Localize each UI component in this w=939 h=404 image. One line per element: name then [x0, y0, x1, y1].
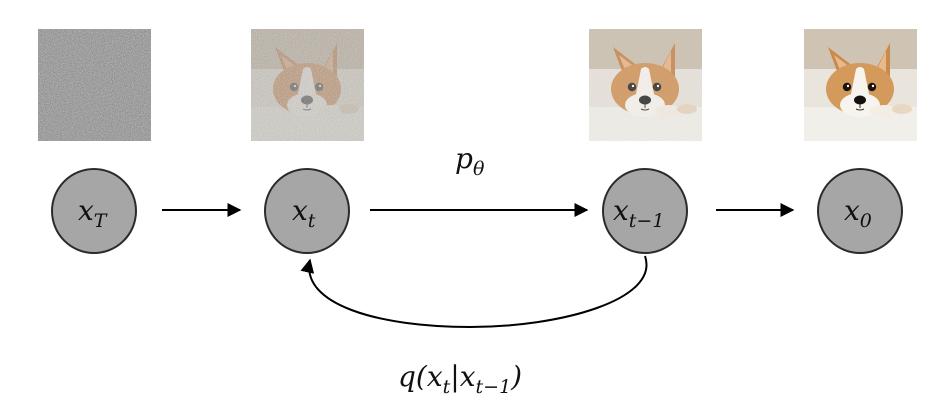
forward-process-label: pθ — [455, 142, 485, 180]
label-base: p — [455, 142, 473, 175]
node-base: x — [292, 194, 308, 227]
label-sub-2: t−1 — [476, 376, 512, 398]
node-base: x — [613, 194, 629, 227]
svg-text:xt−1: xt−1 — [613, 194, 664, 232]
label-part-2: |x — [450, 360, 475, 393]
label-sub: θ — [473, 158, 485, 180]
image-xt — [251, 29, 364, 141]
node-xt-1: xt−1 — [602, 168, 688, 254]
label-part-1: q(x — [398, 360, 443, 393]
node-sub: t−1 — [629, 210, 665, 232]
node-sub: 0 — [860, 210, 872, 232]
node-xt: xt — [264, 168, 350, 254]
arrow-xt-1-to-xt-curved — [300, 255, 648, 329]
image-x0 — [804, 29, 917, 141]
node-base: x — [78, 194, 94, 227]
node-x0: x0 — [817, 168, 903, 254]
image-xt-1 — [589, 29, 702, 141]
reverse-process-label: q(xt|xt−1) — [398, 360, 522, 398]
label-part-3: ) — [510, 360, 522, 393]
svg-text:xT: xT — [78, 194, 108, 232]
image-xT — [38, 29, 151, 141]
node-base: x — [844, 194, 860, 227]
node-sub: T — [94, 210, 108, 232]
svg-text:x0: x0 — [844, 194, 872, 232]
node-xT: xT — [51, 168, 137, 254]
label-sub-1: t — [443, 376, 451, 398]
node-sub: t — [308, 210, 316, 232]
svg-text:xt: xt — [292, 194, 316, 232]
